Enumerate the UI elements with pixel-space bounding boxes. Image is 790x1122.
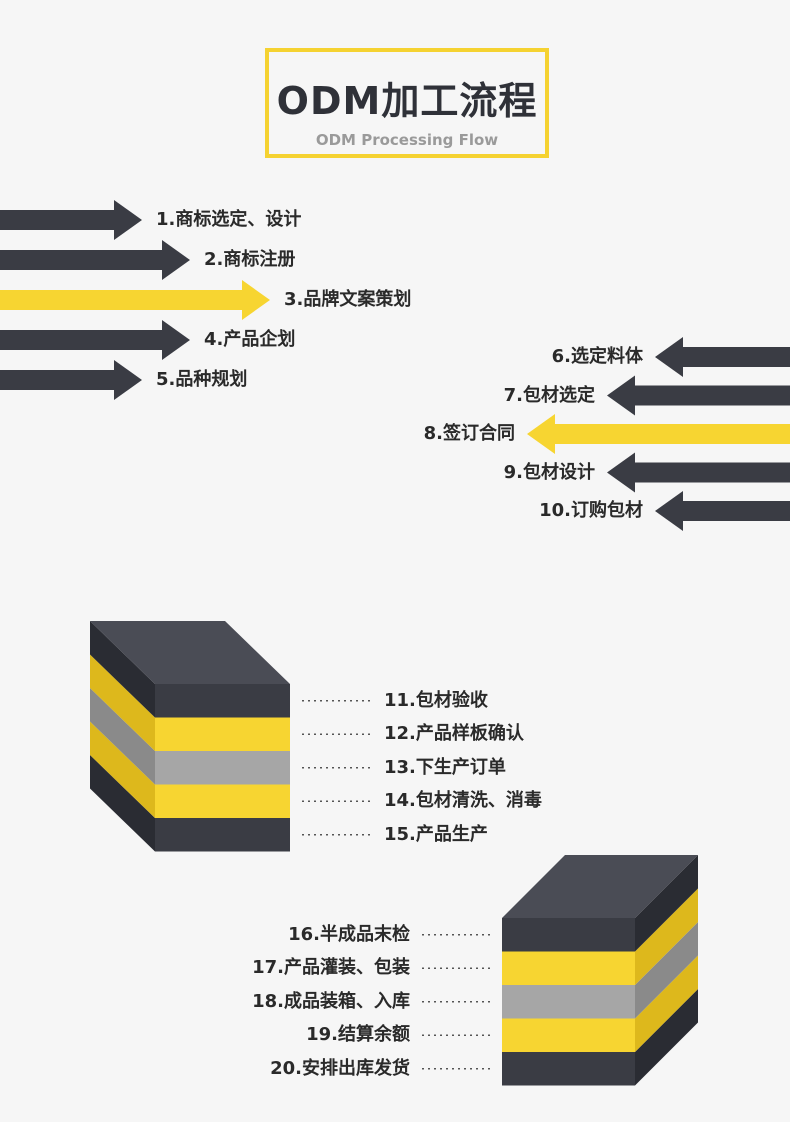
step-label-20: 20.安排出库发货 — [270, 1057, 410, 1079]
stack-right-layer-16 — [502, 918, 635, 952]
step-label-10: 10.订购包材 — [539, 500, 643, 521]
stack-right-side-17 — [635, 888, 698, 985]
step-label-6: 6.选定料体 — [551, 346, 643, 367]
stack-left-layer-15 — [155, 818, 290, 852]
step-label-16: 16.半成品末检 — [288, 923, 410, 945]
stack-left-side-14 — [90, 721, 155, 818]
arrow-left-9 — [607, 452, 790, 493]
stack-left-side-12 — [90, 654, 155, 751]
stack-right-side-20 — [635, 989, 698, 1086]
step-label-1: 1.商标选定、设计 — [156, 209, 302, 230]
arrow-left-6 — [655, 337, 790, 377]
step-label-13: 13.下生产订单 — [384, 756, 506, 778]
title-box: ODM加工流程 ODM Processing Flow — [265, 48, 549, 158]
stack-right-layer-17 — [502, 951, 635, 985]
step-label-3: 3.品牌文案策划 — [284, 289, 412, 310]
stack-left-layer-11 — [155, 684, 290, 718]
step-label-4: 4.产品企划 — [204, 329, 296, 350]
arrow-left-10 — [655, 491, 790, 531]
step-label-14: 14.包材清洗、消毒 — [384, 790, 542, 812]
step-label-11: 11.包材验收 — [384, 689, 488, 711]
step-label-7: 7.包材选定 — [503, 384, 595, 406]
stack-right-side-18 — [635, 922, 698, 1019]
step-label-18: 18.成品装箱、入库 — [252, 990, 410, 1012]
stack-right-side-16 — [635, 855, 698, 952]
step-label-15: 15.产品生产 — [384, 823, 488, 845]
arrow-right-2 — [0, 240, 190, 280]
stack-left-side-11 — [90, 621, 155, 718]
page-title: ODM加工流程 — [276, 79, 538, 123]
stack-right-top-face — [502, 855, 698, 918]
stack-left-layer-13 — [155, 751, 290, 785]
arrow-left-7 — [607, 375, 790, 416]
step-label-8: 8.签订合同 — [423, 423, 515, 444]
page-subtitle: ODM Processing Flow — [315, 131, 499, 149]
stack-left-top-face — [90, 621, 290, 684]
stack-left-side-13 — [90, 688, 155, 785]
stack-left-side-15 — [90, 755, 155, 852]
step-label-9: 9.包材设计 — [503, 461, 595, 483]
stack-left-layer-14 — [155, 784, 290, 818]
arrow-right-5 — [0, 360, 142, 400]
step-label-12: 12.产品样板确认 — [384, 723, 524, 745]
step-label-17: 17.产品灌装、包装 — [252, 957, 410, 979]
arrow-right-3 — [0, 280, 270, 320]
arrow-right-4 — [0, 320, 190, 360]
stack-right-layer-20 — [502, 1052, 635, 1086]
arrow-left-8 — [527, 414, 790, 454]
stack-right-layer-18 — [502, 985, 635, 1019]
step-label-19: 19.结算余额 — [306, 1024, 410, 1046]
arrow-right-1 — [0, 200, 142, 240]
stack-left-layer-12 — [155, 717, 290, 751]
stack-right-layer-19 — [502, 1018, 635, 1052]
step-label-5: 5.品种规划 — [156, 369, 248, 390]
step-label-2: 2.商标注册 — [204, 249, 296, 270]
stack-right-side-19 — [635, 955, 698, 1052]
